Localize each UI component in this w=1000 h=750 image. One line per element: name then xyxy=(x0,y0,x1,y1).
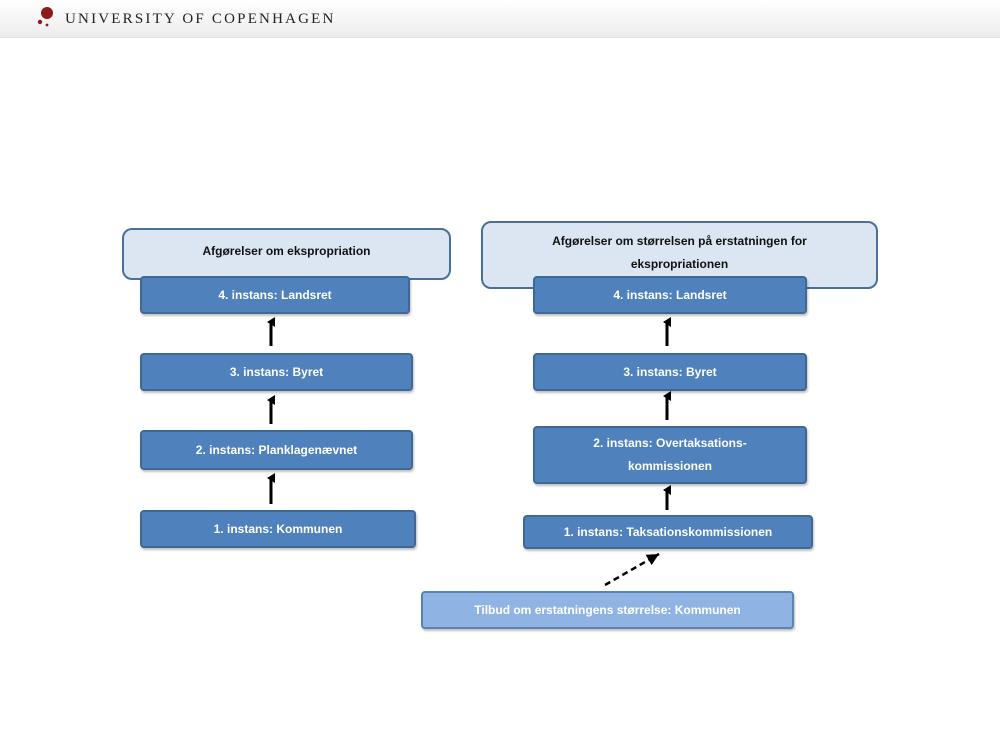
right-level-3-text: 3. instans: Byret xyxy=(623,364,717,379)
header-bar: UNIVERSITY OF COPENHAGEN xyxy=(0,0,1000,38)
right-level-4-box: 4. instans: Landsret xyxy=(533,276,807,314)
left-title-box: Afgørelser om ekspropriation xyxy=(122,228,451,280)
offer-text: Tilbud om erstatningens størrelse: Kommu… xyxy=(474,602,741,617)
left-level-1-box: 1. instans: Kommunen xyxy=(140,510,416,548)
left-level-1-text: 1. instans: Kommunen xyxy=(213,521,343,536)
right-level-3-box: 3. instans: Byret xyxy=(533,353,807,391)
left-level-3-text: 3. instans: Byret xyxy=(229,364,324,379)
offer-box: Tilbud om erstatningens størrelse: Kommu… xyxy=(421,591,794,629)
left-level-2-text: 2. instans: Planklagenævnet xyxy=(195,442,358,457)
university-seal-icon xyxy=(37,7,53,27)
left-level-3-box: 3. instans: Byret xyxy=(140,353,413,391)
right-level-1-text: 1. instans: Taksationskommissionen xyxy=(563,524,773,539)
left-level-2-box: 2. instans: Planklagenævnet xyxy=(140,430,413,470)
right-level-2-box: 2. instans: Overtaksations-kommissionen xyxy=(533,426,807,484)
right-title-text: Afgørelser om størrelsen på erstatningen… xyxy=(552,234,807,271)
right-level-1-box: 1. instans: Taksationskommissionen xyxy=(523,515,813,549)
left-level-4-box: 4. instans: Landsret xyxy=(140,276,410,314)
offer-dashed-arrow xyxy=(604,552,660,587)
left-level-4-text: 4. instans: Landsret xyxy=(218,287,332,302)
university-name: UNIVERSITY OF COPENHAGEN xyxy=(65,11,336,27)
right-level-4-text: 4. instans: Landsret xyxy=(613,287,727,302)
right-level-2-text: 2. instans: Overtaksations-kommissionen xyxy=(593,436,747,473)
left-title-text: Afgørelser om ekspropriation xyxy=(202,244,371,258)
